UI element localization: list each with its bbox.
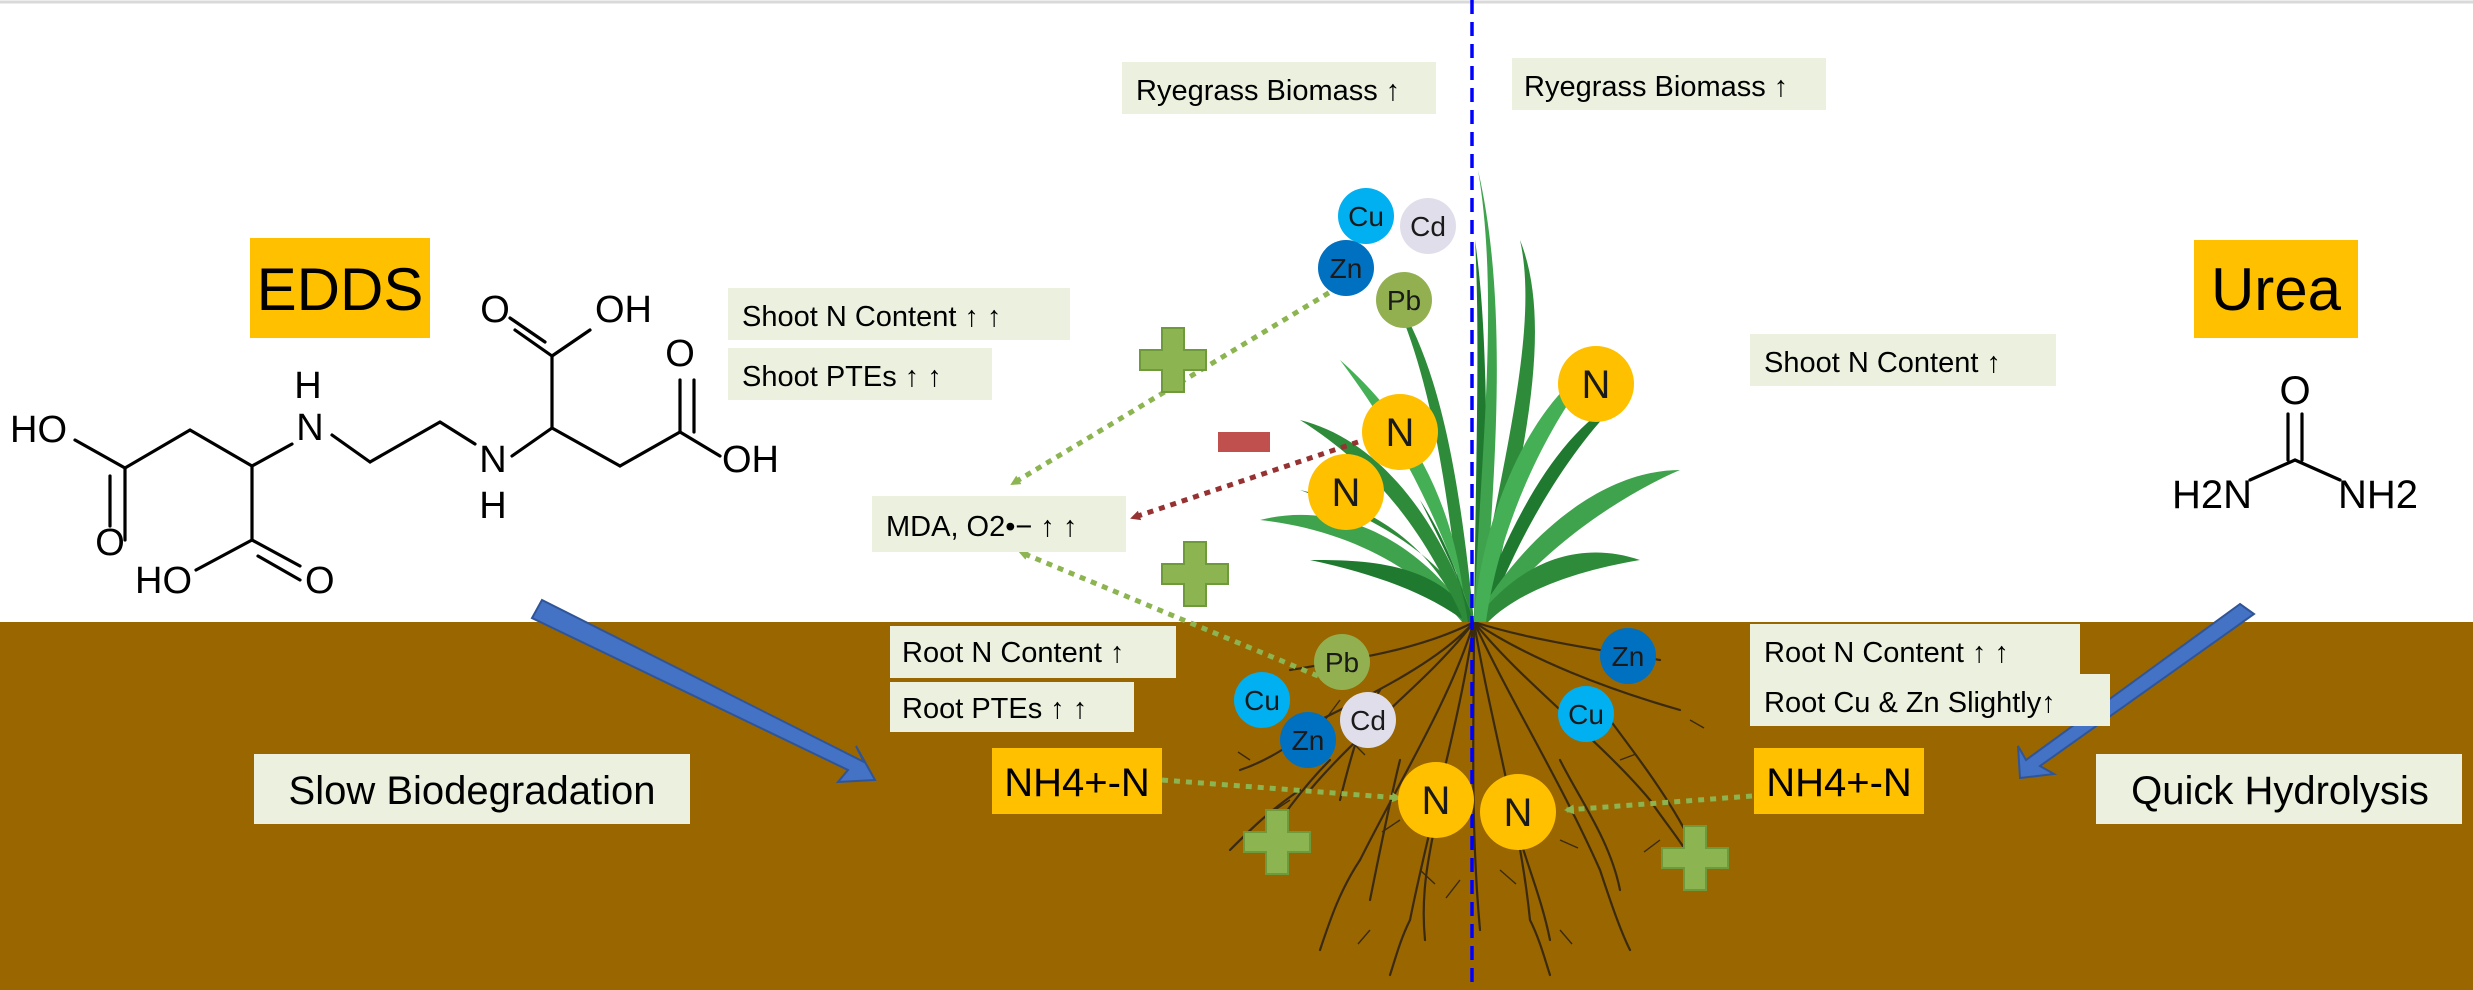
label-boxes: Ryegrass Biomass ↑ Ryegrass Biomass ↑ Sh…: [728, 58, 2110, 732]
element-balls: Cu Cd Zn Pb Pb Cu Zn Cd: [1234, 188, 1656, 768]
edds-title-box: [250, 238, 430, 338]
root-cu-ball-right: Cu: [1558, 686, 1614, 742]
urea-nh2: NH2: [2338, 473, 2418, 517]
svg-text:Zn: Zn: [1612, 641, 1645, 672]
edds-nh4-to-root-arrow: [1161, 777, 1402, 803]
urea-nh4-box: [1754, 748, 1924, 814]
urea-flow-arrow: [2017, 602, 2256, 780]
nitrogen-balls: N N N N N: [1308, 346, 1634, 850]
urea-process-label: Quick Hydrolysis: [2131, 769, 2429, 813]
urea-biomass-label: Ryegrass Biomass ↑: [1524, 71, 1788, 103]
ryegrass-shoot: [1260, 170, 1680, 622]
urea-h2n: H2N: [2172, 473, 2252, 517]
edds-n-right: N: [479, 439, 506, 481]
root-pb-ball: Pb: [1314, 634, 1370, 690]
urea-shoot-n-label: Shoot N Content ↑: [1764, 347, 2001, 379]
edds-n-left: N: [296, 407, 323, 449]
edds-ho-left: HO: [10, 409, 67, 451]
shoot-cu-ball: Cu: [1338, 188, 1394, 244]
edds-shoot-n-label: Shoot N Content ↑ ↑: [742, 301, 1002, 333]
edds-title: EDDS: [257, 256, 424, 323]
shoot-n-ball-2: N: [1308, 454, 1384, 530]
urea-atom-labels: O H2N NH2: [2172, 369, 2418, 517]
svg-text:Cd: Cd: [1410, 211, 1446, 242]
edds-ho-bottom: HO: [135, 560, 192, 602]
svg-text:N: N: [1582, 363, 1611, 407]
root-system: [1228, 620, 1702, 977]
root-n-ball-2: N: [1480, 774, 1556, 850]
plus-signs: [1139, 327, 1729, 891]
svg-text:Pb: Pb: [1325, 647, 1359, 678]
edds-nh-h-right: H: [479, 485, 506, 527]
edds-nh-h-left: H: [294, 365, 321, 407]
edds-process-box: [254, 754, 690, 824]
mda-label: MDA, O2•− ↑ ↑: [886, 511, 1077, 543]
plus-sign-shoot: [1139, 327, 1207, 393]
svg-text:Zn: Zn: [1330, 253, 1363, 284]
urea-o: O: [2279, 369, 2310, 413]
plus-sign-root: [1161, 541, 1229, 607]
root-cu-ball-left: Cu: [1234, 672, 1290, 728]
edds-nh4-label: NH4+-N: [1004, 761, 1150, 805]
edds-o-top: O: [480, 289, 510, 331]
edds-atom-labels: HO O HO O H N N H O OH O OH: [10, 289, 779, 602]
edds-flow-arrow: [530, 598, 877, 784]
edds-oh-top: OH: [595, 289, 652, 331]
svg-text:Cu: Cu: [1244, 685, 1280, 716]
urea-root-n-label: Root N Content ↑ ↑: [1764, 637, 2009, 669]
edds-root-n-label: Root N Content ↑: [902, 637, 1124, 669]
shoot-zn-ball: Zn: [1318, 240, 1374, 296]
urea-root-cu-zn-label: Root Cu & Zn Slightly↑: [1764, 687, 2056, 719]
root-n-ball-1: N: [1398, 762, 1474, 838]
urea-nh4-label: NH4+-N: [1766, 761, 1912, 805]
edds-root-ptes-label: Root PTEs ↑ ↑: [902, 693, 1087, 725]
plus-sign-urea-n: [1661, 825, 1729, 891]
svg-text:N: N: [1504, 791, 1533, 835]
edds-molecule: [73, 316, 722, 582]
urea-molecule: [2248, 412, 2342, 482]
shoot-n-ball-1: N: [1362, 394, 1438, 470]
shoot-cd-ball: Cd: [1400, 198, 1456, 254]
edds-nh4-box: [992, 748, 1162, 814]
minus-sign: [1218, 432, 1270, 452]
svg-text:Cd: Cd: [1350, 705, 1386, 736]
shoot-n-ball-3: N: [1558, 346, 1634, 422]
root-hairs: [1237, 699, 1705, 945]
svg-text:Cu: Cu: [1568, 699, 1604, 730]
edds-o-left: O: [95, 522, 125, 564]
urea-title-box: [2194, 240, 2358, 338]
shoot-pb-ball: Pb: [1376, 272, 1432, 328]
edds-shoot-ptes-label: Shoot PTEs ↑ ↑: [742, 361, 942, 393]
edds-oh-right: OH: [722, 439, 779, 481]
svg-text:N: N: [1422, 779, 1451, 823]
dotted-arrows: [1010, 265, 1753, 815]
svg-text:Pb: Pb: [1387, 285, 1421, 316]
svg-text:N: N: [1386, 411, 1415, 455]
edds-process-label: Slow Biodegradation: [289, 769, 656, 813]
root-zn-ball-right: Zn: [1600, 628, 1656, 684]
svg-text:N: N: [1332, 471, 1361, 515]
edds-biomass-label: Ryegrass Biomass ↑: [1136, 75, 1400, 107]
svg-text:Zn: Zn: [1292, 725, 1325, 756]
edds-o-right: O: [665, 333, 695, 375]
svg-text:Cu: Cu: [1348, 201, 1384, 232]
shoot-n-to-mda-arrow: [1130, 439, 1359, 521]
root-zn-ball-left: Zn: [1280, 712, 1336, 768]
shoot-ptes-to-mda-arrow: [1010, 265, 1372, 487]
plus-sign-edds-n: [1243, 809, 1311, 875]
urea-process-box: [2096, 754, 2462, 824]
edds-o-bottom: O: [305, 560, 335, 602]
urea-title: Urea: [2211, 256, 2342, 323]
root-ptes-to-mda-arrow: [1018, 549, 1319, 679]
root-cd-ball: Cd: [1340, 692, 1396, 748]
